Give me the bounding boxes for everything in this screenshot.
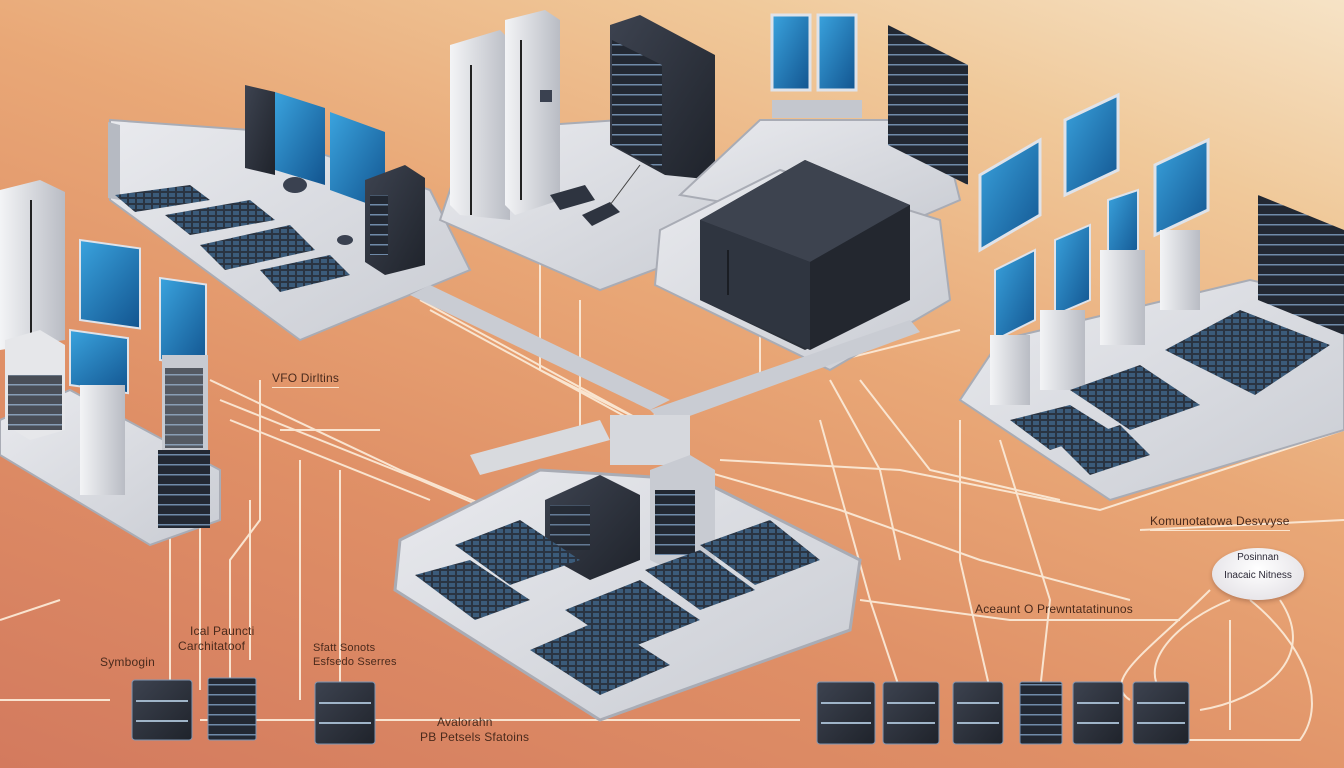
bottom-cluster bbox=[393, 420, 862, 722]
label-sfatt-line1: Sfatt Sonots bbox=[313, 642, 376, 654]
label-ical-line2: Carchitatoof bbox=[178, 639, 246, 653]
left-rack-room bbox=[0, 180, 221, 547]
label-vfo: VFO Dirltins bbox=[272, 372, 340, 388]
label-symbology: Symbogin bbox=[100, 655, 155, 669]
label-access-presentations: Aceaunt O Prewntatatinunos bbox=[975, 602, 1133, 616]
bubble-label-2: Inacaic Nitness bbox=[1224, 570, 1292, 581]
bottom-server-row-left bbox=[131, 677, 376, 745]
label-sfatt-line2: Esfsedo Sserres bbox=[313, 656, 397, 668]
bottom-server-row-right bbox=[816, 681, 1190, 745]
workstation-room bbox=[108, 85, 472, 342]
bubble-label-1: Posinnan bbox=[1237, 552, 1279, 563]
right-operations-room bbox=[958, 92, 1344, 502]
label-avalorahn-line2: PB Petsels Sfatoins bbox=[420, 730, 530, 744]
label-komunication-services: Komunotatowa Desvvyse bbox=[1150, 515, 1290, 531]
label-avalorahn-line1: Avalorahn bbox=[437, 715, 493, 729]
cloud-node-bubble: Posinnan Inacaic Nitness bbox=[1212, 548, 1304, 600]
central-hub bbox=[410, 160, 952, 465]
label-ical-line1: Ical Pauncti bbox=[190, 624, 255, 638]
